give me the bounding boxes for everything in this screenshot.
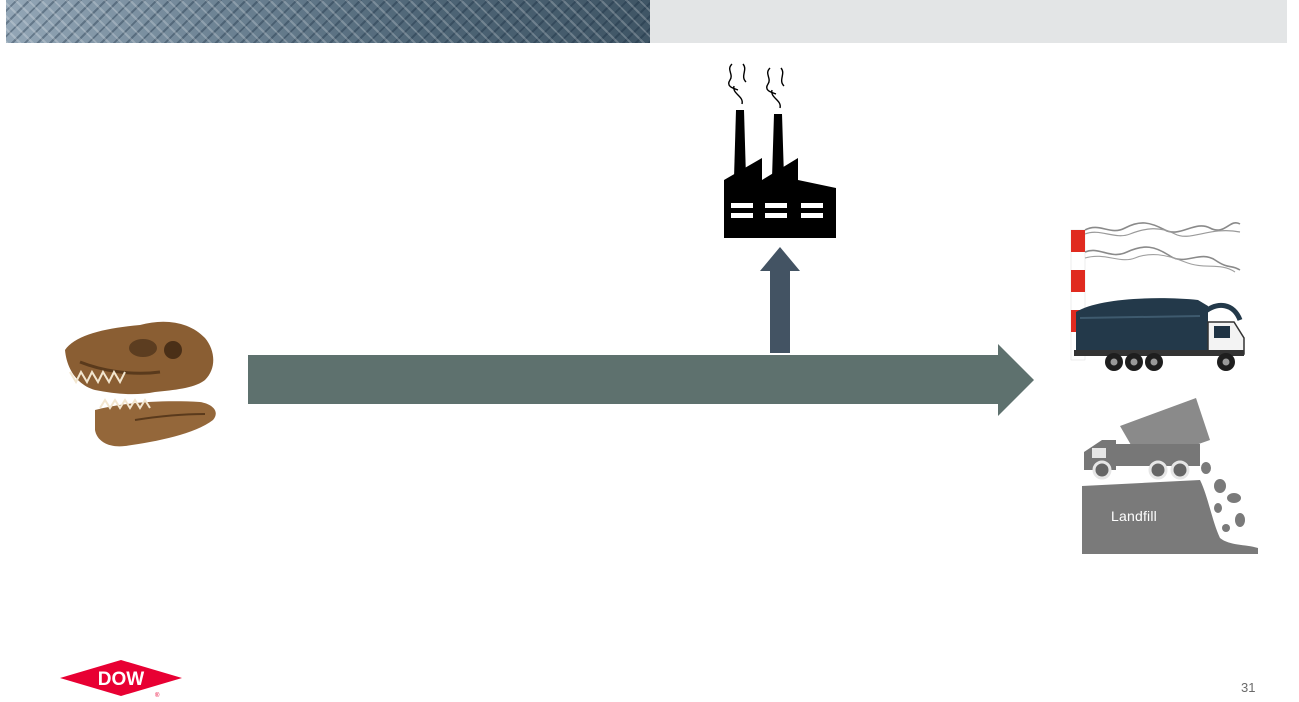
dow-logo-text: DOW <box>98 669 145 690</box>
up-arrow <box>758 245 802 357</box>
landfill-label: Landfill <box>1111 508 1157 524</box>
header-pattern <box>6 0 650 43</box>
header-bar <box>6 0 1287 43</box>
landfill-icon <box>1080 396 1260 556</box>
factory-icon <box>718 58 842 240</box>
dump-truck-icon <box>1084 398 1210 478</box>
dinosaur-skull-icon <box>55 310 225 460</box>
dow-logo: DOW ® <box>58 657 184 699</box>
garbage-truck-icon <box>1068 292 1250 374</box>
up-arrow-shape <box>760 247 800 353</box>
page-number: 31 <box>1241 680 1255 695</box>
main-flow-arrow-shape <box>248 344 1034 416</box>
main-flow-arrow <box>240 340 1040 420</box>
header-gray-bar <box>650 0 1287 43</box>
svg-text:®: ® <box>155 692 160 699</box>
